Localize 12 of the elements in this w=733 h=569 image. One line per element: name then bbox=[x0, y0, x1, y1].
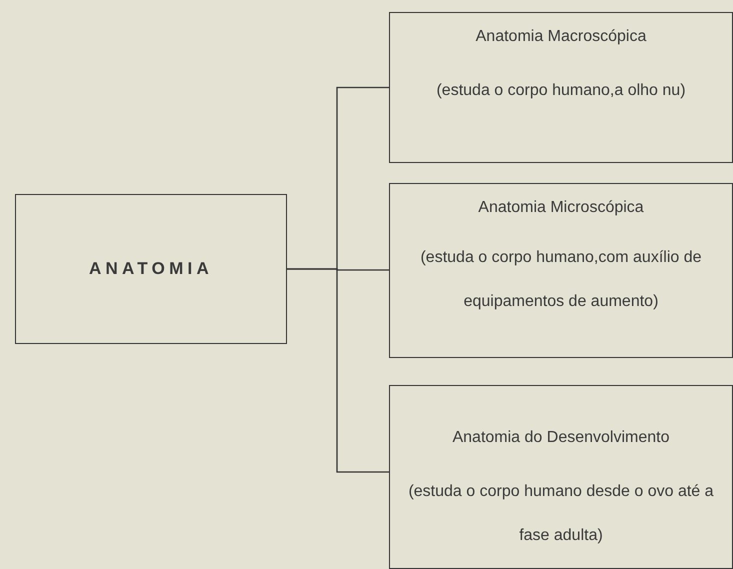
topic-box bbox=[389, 385, 733, 569]
topic-title: Anatomia Macroscópica bbox=[476, 27, 646, 47]
topic-title: Anatomia Microscópica bbox=[478, 198, 644, 218]
main-topic-box bbox=[15, 194, 287, 344]
topic-description: (estuda o corpo humano,com auxílio de equipamentos de aumento) bbox=[419, 248, 703, 312]
topic-description: (estuda o corpo humano desde o ovo até a fase adulta) bbox=[407, 482, 715, 546]
topic-title: Anatomia do Desenvolvimento bbox=[452, 428, 670, 448]
topic-title: ANATOMIA bbox=[88, 258, 214, 280]
topic-description: (estuda o corpo humano,a olho nu) bbox=[435, 81, 687, 101]
connector-line bbox=[287, 268, 389, 473]
topic-box bbox=[389, 12, 733, 163]
topic-box bbox=[389, 183, 733, 358]
